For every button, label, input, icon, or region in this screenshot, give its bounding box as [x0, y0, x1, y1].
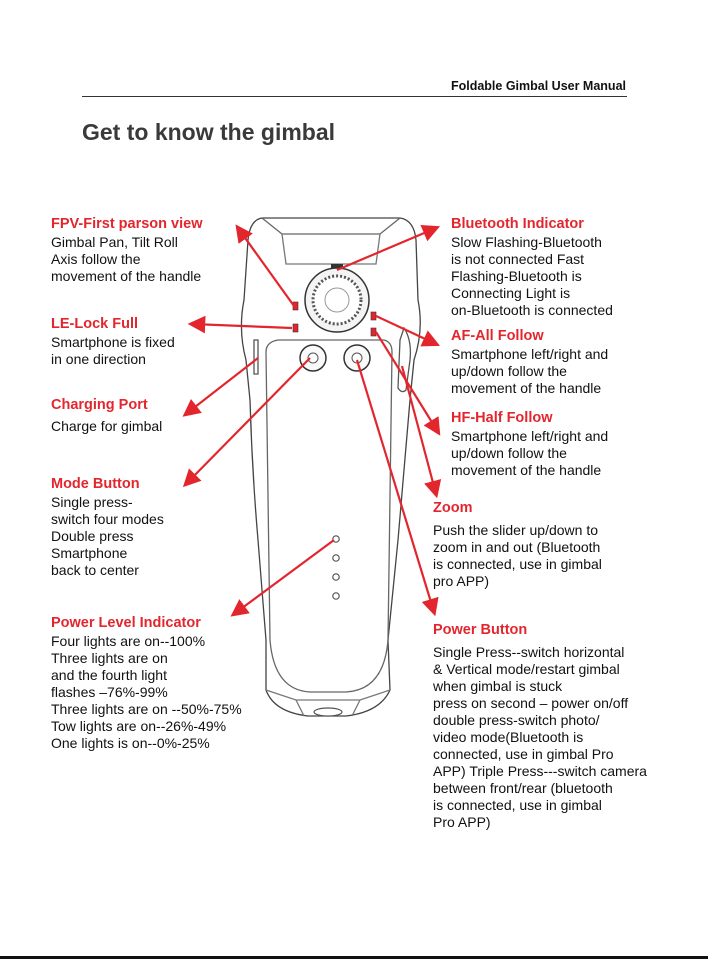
- callout-zoom-line: pro APP): [433, 573, 490, 589]
- arrow-power-level: [230, 539, 335, 617]
- callout-mode-line: Smartphone: [51, 545, 128, 561]
- callout-fpv-heading: FPV-First parson view: [51, 216, 203, 232]
- power-level-leds: [332, 535, 340, 600]
- arrow-bluetooth: [336, 225, 441, 272]
- tripod-mount: [313, 707, 343, 717]
- callout-bluetooth-line: Flashing-Bluetooth is: [451, 268, 582, 284]
- right-mode-indicators: [370, 311, 377, 337]
- header-divider: [82, 96, 627, 97]
- joystick: [304, 264, 370, 333]
- callout-zoom: Zoom Push the slider up/down to zoom in …: [433, 500, 602, 590]
- callout-power-button-line: when gimbal is stuck: [433, 678, 563, 694]
- callout-hf-line: up/down follow the: [451, 445, 567, 461]
- callout-mode-line: back to center: [51, 562, 139, 578]
- callout-bluetooth-line: Connecting Light is: [451, 285, 571, 301]
- arrow-power-button: [355, 359, 439, 617]
- callout-mode: Mode Button Single press- switch four mo…: [51, 476, 164, 579]
- callout-bluetooth-heading: Bluetooth Indicator: [451, 216, 584, 232]
- callout-power-level-heading: Power Level Indicator: [51, 615, 201, 631]
- callout-le-line: Smartphone is fixed: [51, 334, 175, 350]
- callout-le-heading: LE-Lock Full: [51, 316, 138, 332]
- callout-power-level: Power Level Indicator Four lights are on…: [51, 615, 242, 752]
- callout-charging-heading: Charging Port: [51, 397, 148, 413]
- callout-power-level-line: Four lights are on--100%: [51, 633, 206, 649]
- callout-zoom-line: zoom in and out (Bluetooth: [433, 539, 601, 555]
- callout-mode-line: switch four modes: [51, 511, 164, 527]
- callout-power-button-line: video mode(Bluetooth is: [433, 729, 584, 745]
- callout-fpv-line: movement of the handle: [51, 268, 202, 284]
- callout-zoom-heading: Zoom: [433, 500, 473, 516]
- callout-zoom-line: is connected, use in gimbal: [433, 556, 602, 572]
- callout-power-button-line: connected, use in gimbal Pro: [433, 746, 614, 762]
- arrow-mode: [182, 357, 311, 488]
- callout-hf-heading: HF-Half Follow: [451, 410, 553, 426]
- callout-bluetooth: Bluetooth Indicator Slow Flashing-Blueto…: [451, 216, 613, 319]
- callout-charging: Charging Port Charge for gimbal: [51, 397, 162, 435]
- arrow-zoom: [400, 365, 442, 499]
- callout-power-level-line: Three lights are on --50%-75%: [51, 701, 242, 717]
- callout-power-level-line: One lights is on--0%-25%: [51, 735, 210, 751]
- callout-hf-line: movement of the handle: [451, 462, 602, 478]
- callout-mode-heading: Mode Button: [51, 476, 140, 492]
- callout-af-line: up/down follow the: [451, 363, 567, 379]
- callout-hf: HF-Half Follow Smartphone left/right and…: [451, 410, 608, 479]
- callout-le-line: in one direction: [51, 351, 146, 367]
- manual-title: Foldable Gimbal User Manual: [450, 79, 626, 93]
- page-title: Get to know the gimbal: [82, 119, 336, 145]
- callout-bluetooth-line: on-Bluetooth is connected: [451, 302, 613, 318]
- callout-power-button: Power Button Single Press--switch horizo…: [433, 622, 647, 831]
- callout-power-button-line: double press-switch photo/: [433, 712, 600, 728]
- callout-power-button-line: Single Press--switch horizontal: [433, 644, 625, 660]
- mode-button: [299, 344, 327, 372]
- callout-fpv-line: Gimbal Pan, Tilt Roll: [51, 234, 178, 250]
- callout-power-button-line: between front/rear (bluetooth: [433, 780, 613, 796]
- callout-power-level-line: Three lights are on: [51, 650, 168, 666]
- callout-af: AF-All Follow Smartphone left/right and …: [451, 328, 608, 397]
- callout-mode-line: Single press-: [51, 494, 133, 510]
- callout-power-button-line: press on second – power on/off: [433, 695, 629, 711]
- arrow-af: [375, 315, 440, 347]
- callout-power-button-line: & Vertical mode/restart gimbal: [433, 661, 620, 677]
- callout-bluetooth-line: Slow Flashing-Bluetooth: [451, 234, 602, 250]
- callout-arrows: [182, 224, 442, 617]
- callout-le: LE-Lock Full Smartphone is fixed in one …: [51, 316, 175, 368]
- callout-mode-line: Double press: [51, 528, 134, 544]
- callout-bluetooth-line: is not connected Fast: [451, 251, 585, 267]
- callout-hf-line: Smartphone left/right and: [451, 428, 609, 444]
- callout-af-line: Smartphone left/right and: [451, 346, 609, 362]
- callout-fpv-line: Axis follow the: [51, 251, 141, 267]
- gimbal-body: [240, 217, 421, 717]
- power-button: [343, 344, 371, 372]
- arrow-le: [187, 315, 293, 334]
- callout-power-level-line: Tow lights are on--26%-49%: [51, 718, 227, 734]
- arrow-charging: [182, 357, 259, 417]
- arrow-fpv: [235, 224, 295, 307]
- callout-power-button-line: is connected, use in gimbal: [433, 797, 602, 813]
- callout-power-button-line: APP) Triple Press---switch camera: [433, 763, 647, 779]
- callout-power-button-heading: Power Button: [433, 622, 528, 638]
- callout-charging-line: Charge for gimbal: [51, 418, 163, 434]
- left-mode-indicators: [292, 301, 299, 333]
- footer-divider: [0, 956, 708, 959]
- callout-fpv: FPV-First parson view Gimbal Pan, Tilt R…: [51, 216, 203, 285]
- callout-af-line: movement of the handle: [451, 380, 602, 396]
- callout-zoom-line: Push the slider up/down to: [433, 522, 598, 538]
- callout-power-level-line: flashes –76%-99%: [51, 684, 168, 700]
- callout-power-level-line: and the fourth light: [51, 667, 167, 683]
- callout-power-button-line: Pro APP): [433, 814, 491, 830]
- callout-af-heading: AF-All Follow: [451, 328, 544, 344]
